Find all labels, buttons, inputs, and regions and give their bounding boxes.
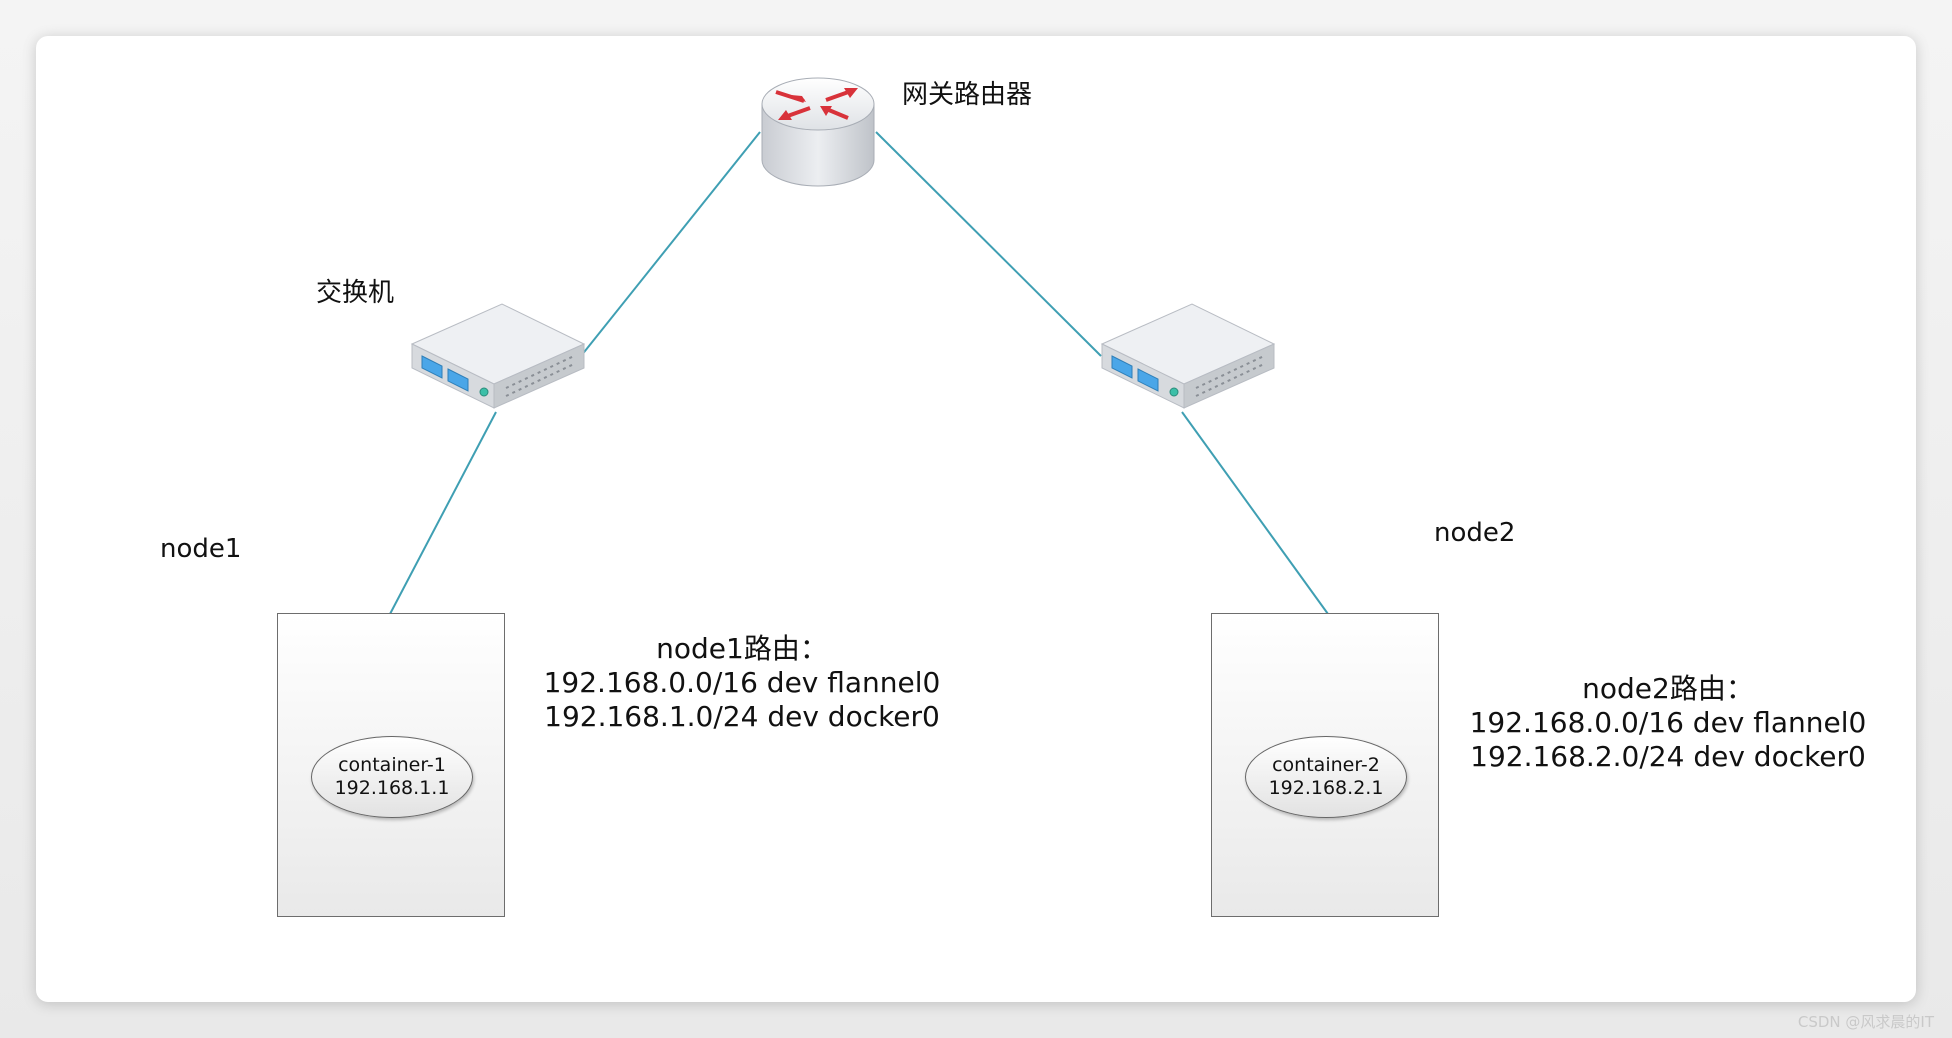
route-entry: 192.168.0.0/16 dev flannel0: [543, 666, 941, 699]
container-2: container-2 192.168.2.1: [1245, 736, 1407, 818]
node2-label: node2: [1434, 518, 1516, 548]
container-name: container-1: [338, 754, 446, 776]
route-entry: 192.168.0.0/16 dev flannel0: [1469, 706, 1867, 739]
switch-icon: [410, 303, 586, 409]
container-name: container-2: [1272, 754, 1380, 776]
node1-label: node1: [160, 534, 242, 564]
switch-icon: [1100, 303, 1276, 409]
routes-title: node2路由：: [1582, 672, 1754, 705]
route-entry: 192.168.2.0/24 dev docker0: [1470, 740, 1866, 773]
link-switch1-node1: [389, 411, 497, 615]
switch-label: 交换机: [316, 278, 395, 308]
container-1: container-1 192.168.1.1: [311, 736, 473, 818]
link-router-switch2: [875, 131, 1102, 357]
node1-box: container-1 192.168.1.1: [277, 613, 505, 917]
node2-box: container-2 192.168.2.1: [1211, 613, 1439, 917]
watermark: CSDN @风求晨的IT: [1797, 1013, 1934, 1031]
route-entry: 192.168.1.0/24 dev docker0: [544, 700, 940, 733]
node1-routes: node1路由： 192.168.0.0/16 dev flannel0 192…: [522, 632, 962, 734]
router-icon: [761, 77, 875, 187]
diagram-canvas: 网关路由器 交换机 node1 contai: [36, 36, 1916, 1002]
node2-routes: node2路由： 192.168.0.0/16 dev flannel0 192…: [1448, 672, 1888, 774]
routes-title: node1路由：: [656, 632, 828, 665]
container-ip: 192.168.1.1: [334, 777, 450, 799]
link-switch2-node2: [1181, 411, 1329, 615]
container-ip: 192.168.2.1: [1268, 777, 1384, 799]
network-links: [389, 131, 1329, 615]
router-label: 网关路由器: [902, 80, 1033, 110]
link-router-switch1: [580, 131, 761, 357]
